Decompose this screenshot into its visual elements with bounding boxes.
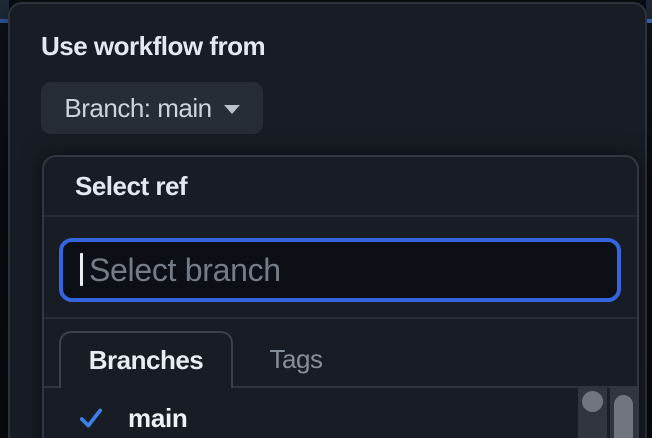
tabs-bottom-border [44,386,637,388]
ref-search-input[interactable] [59,238,621,302]
branch-selector-button[interactable]: Branch: main [41,82,263,134]
branch-selector-label: Branch: main [64,92,212,123]
ref-selector-menu: Select ref Branches Tags main [42,155,639,438]
check-icon [79,408,103,428]
page-header-fragment [646,0,652,19]
outer-scrollbar-track[interactable] [610,388,637,438]
run-workflow-popover: Use workflow from Branch: main Select re… [8,2,647,438]
outer-scrollbar-thumb[interactable] [614,395,633,438]
section-divider [44,317,637,319]
page-header-fragment [0,0,9,19]
tab-tags-label: Tags [269,344,323,374]
scrollbar-separator [607,388,610,438]
inner-scrollbar-track[interactable] [578,388,607,438]
tab-tags[interactable]: Tags [233,331,359,388]
ref-search-wrap [59,238,621,302]
page-background-left [0,0,9,438]
ref-item-label: main [128,402,188,433]
popover-title: Use workflow from [41,31,266,61]
tab-branches-label: Branches [88,345,204,375]
page-background-right [646,0,652,438]
triangle-down-icon [223,105,240,114]
page-accent-line [646,19,652,23]
ref-list-item-main[interactable]: main [44,388,637,438]
ref-menu-title: Select ref [75,170,188,201]
page-accent-line [0,19,9,23]
tab-branches[interactable]: Branches [59,331,233,388]
ref-menu-header: Select ref [44,157,637,217]
inner-scrollbar-thumb[interactable] [582,391,603,412]
ref-list: main [44,388,637,438]
scrollbar-zone [578,388,637,438]
